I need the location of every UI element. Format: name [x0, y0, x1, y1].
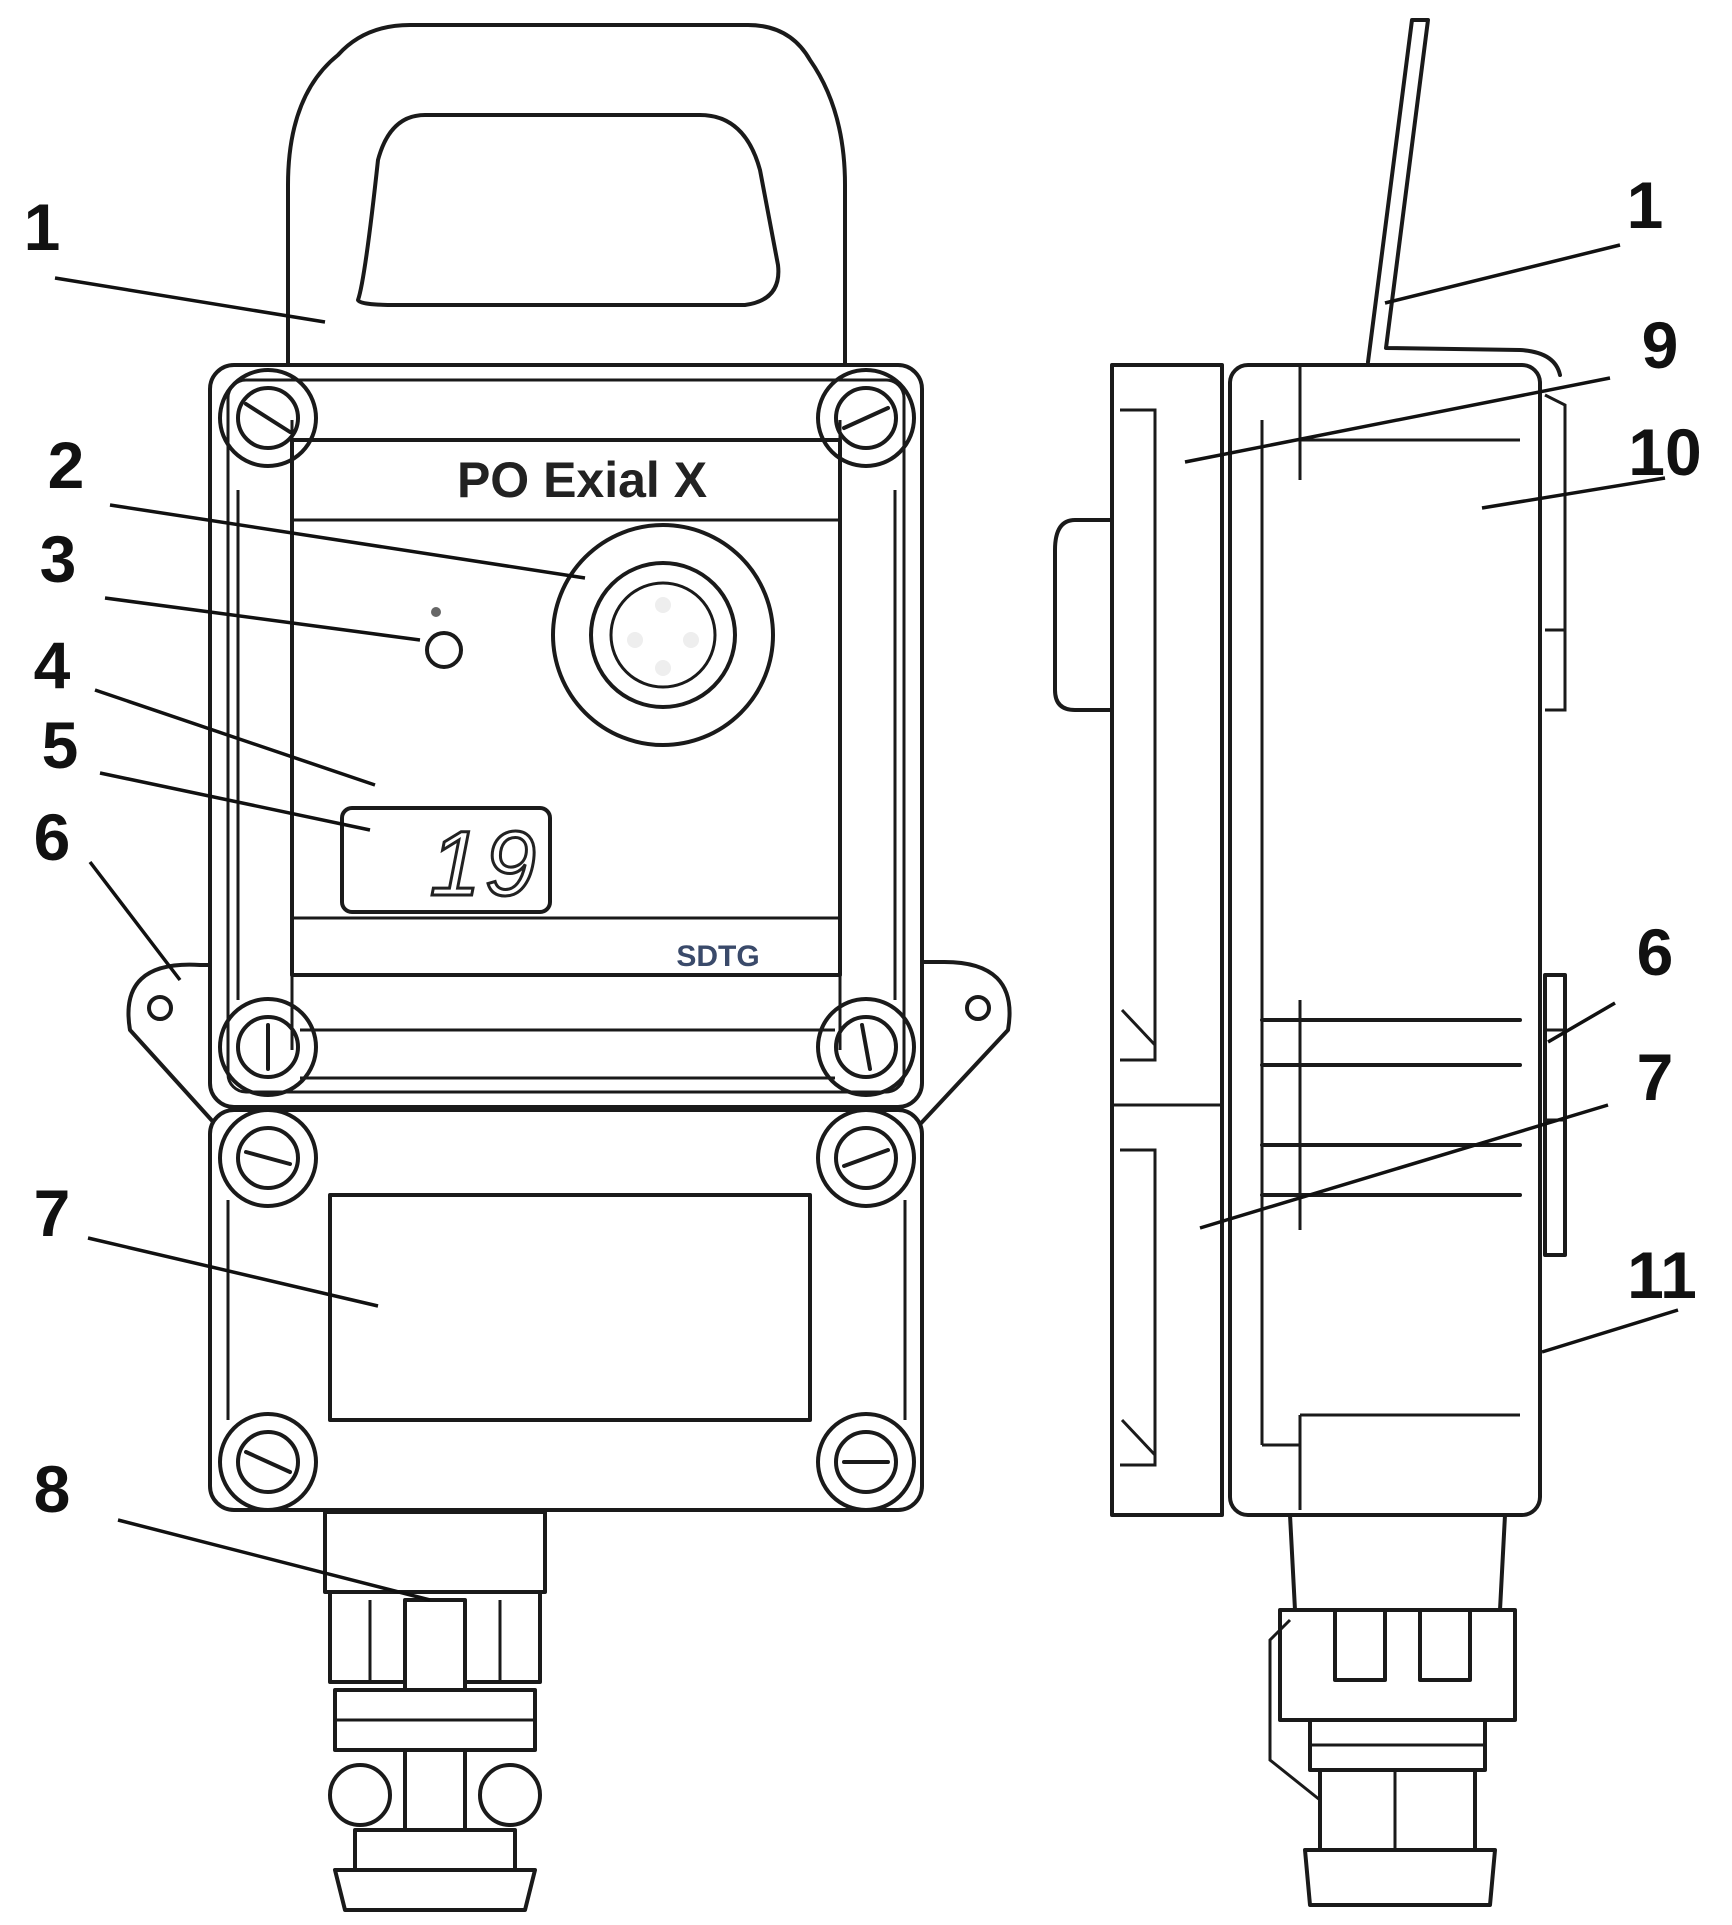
side-cable-gland	[1268, 1513, 1517, 1907]
side-mount-ear	[1543, 973, 1567, 1257]
front-mount-ear-left	[126, 962, 227, 1137]
screw-icon	[816, 1108, 916, 1208]
side-latch	[1053, 518, 1112, 712]
callout-front-4: 4	[34, 628, 71, 702]
side-handle	[1366, 18, 1562, 377]
sensor-connector-body	[589, 561, 737, 709]
callout-front-8: 8	[34, 1452, 71, 1526]
callout-front-1: 1	[24, 190, 61, 264]
side-view	[1053, 18, 1567, 1907]
callout-front-2: 2	[48, 428, 85, 502]
front-face-panel	[290, 438, 842, 977]
screw-icon	[218, 1412, 318, 1512]
sensor-connector-ring	[551, 523, 775, 747]
callout-front-6: 6	[34, 800, 71, 874]
callout-numbers: 1 2 3 4 5 6 7 8 1 9 10 6 7 11	[24, 168, 1702, 1526]
front-mount-hole-left	[147, 995, 173, 1021]
screw-icon	[218, 1108, 318, 1208]
screw-icon	[816, 368, 916, 468]
callout-side-7: 7	[1637, 1040, 1674, 1114]
screw-icon	[816, 1412, 916, 1512]
front-mount-hole-right	[965, 995, 991, 1021]
digital-display	[340, 806, 552, 914]
front-mount-ear-right	[908, 959, 1012, 1137]
callout-front-3: 3	[40, 522, 77, 596]
indicator-led	[425, 631, 463, 669]
screw-icon	[218, 368, 318, 468]
front-handle-opening	[356, 113, 781, 307]
front-lower-window	[328, 1193, 812, 1422]
screw-icon	[218, 997, 318, 1097]
front-cable-gland	[323, 1510, 547, 1912]
callout-side-6: 6	[1637, 915, 1674, 989]
callout-front-7: 7	[34, 1176, 71, 1250]
side-right-rail	[1544, 393, 1567, 712]
callout-front-5: 5	[42, 708, 79, 782]
screw-icon	[816, 997, 916, 1097]
front-handle	[286, 23, 847, 372]
callout-side-10: 10	[1628, 415, 1701, 489]
callout-side-11: 11	[1627, 1238, 1697, 1312]
display-value: 19	[430, 813, 540, 915]
maker-label: SDTG	[676, 940, 759, 973]
front-screws	[218, 368, 916, 1512]
model-label: PO Exial X	[457, 452, 707, 508]
side-main-housing	[1228, 363, 1542, 1517]
callout-side-9: 9	[1642, 308, 1679, 382]
callout-side-1: 1	[1627, 168, 1664, 242]
leader-lines	[54, 243, 1679, 1602]
front-view: PO Exial X 19 SDTG	[126, 23, 1012, 1912]
side-rear-bracket	[1110, 363, 1224, 1517]
